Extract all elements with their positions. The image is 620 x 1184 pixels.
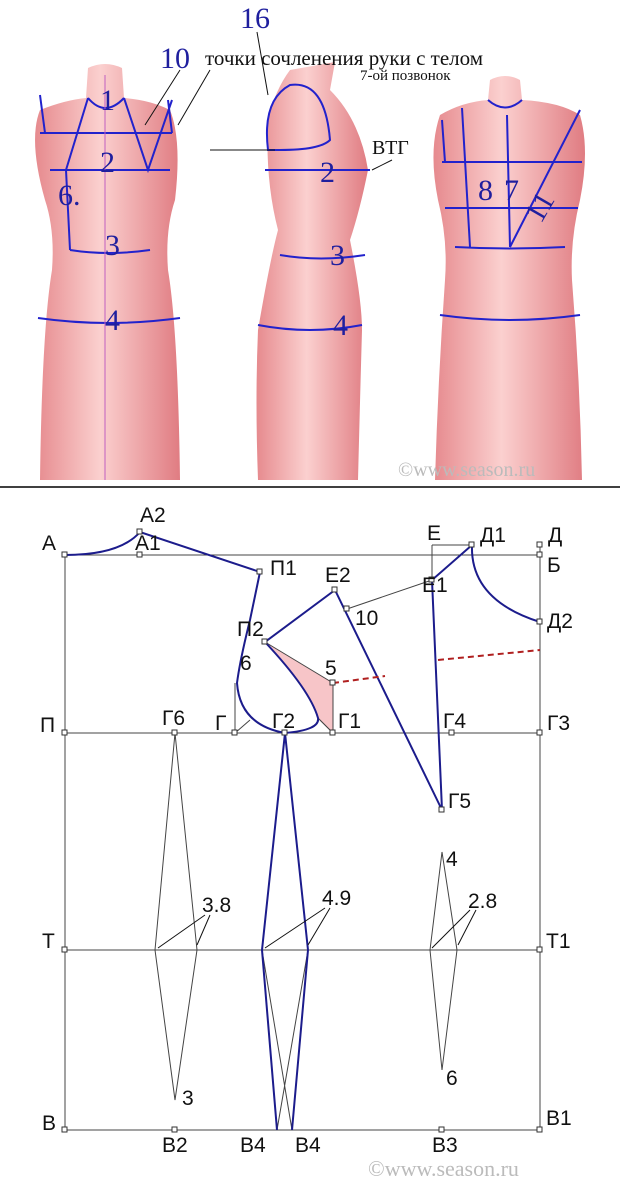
point-e2: Е2: [325, 564, 351, 587]
side-label-3: 3: [330, 239, 345, 272]
label-10: 10: [160, 42, 190, 75]
point-a: А: [42, 532, 56, 555]
label-16: 16: [240, 2, 270, 35]
point-p2: П2: [237, 618, 264, 641]
measure-4: 4: [446, 848, 458, 871]
measure-6: 6: [240, 652, 252, 675]
dashed-line: [332, 649, 541, 684]
point-v3: В3: [432, 1134, 458, 1157]
measure-5: 5: [325, 657, 337, 680]
caption: точки сочленения руки с телом: [205, 46, 483, 70]
point-g2: Г2: [272, 710, 295, 733]
point-e: Е: [427, 522, 441, 545]
point-t: Т: [42, 930, 55, 953]
back-label-8: 8: [478, 174, 493, 207]
front-label-1: 1: [100, 84, 115, 117]
side-mannequin: 16 2 3 4 ВТГ: [210, 2, 409, 480]
point-v1: В1: [546, 1107, 572, 1130]
point-p: П: [40, 714, 55, 737]
point-v4-right: В4: [295, 1134, 321, 1157]
point-b: Б: [547, 554, 561, 577]
side-label-4: 4: [333, 309, 348, 342]
point-g6: Г6: [162, 707, 185, 730]
point-t1: Т1: [546, 930, 571, 953]
measure-3: 3: [182, 1087, 194, 1110]
back-mannequin: 8 7 11 7-ой позвонок: [360, 68, 585, 480]
side-label-2: 2: [320, 156, 335, 189]
point-d: Д: [548, 524, 562, 547]
pattern-blue-lines: [64, 530, 541, 1131]
watermark-bottom: ©www.season.ru: [368, 1156, 519, 1181]
front-mannequin: 1 2 6. 3 4 10: [35, 42, 211, 480]
point-g4: Г4: [443, 710, 466, 733]
front-label-2: 2: [100, 146, 115, 179]
point-labels: А А1 А2 П1 П2 Е2 Е Е1 Д1 Д Б Д2 П Г6 Г Г…: [40, 504, 573, 1157]
back-label-7: 7: [504, 174, 519, 207]
dart-width-3: 2.8: [468, 890, 497, 913]
point-g: Г: [215, 712, 226, 735]
point-v: В: [42, 1112, 56, 1135]
point-d1: Д1: [480, 524, 506, 547]
points: [61, 528, 543, 1133]
dart-width-1: 3.8: [202, 894, 231, 917]
label-vtg: ВТГ: [372, 137, 409, 159]
front-label-4: 4: [105, 304, 120, 337]
point-v4-left: В4: [240, 1134, 266, 1157]
point-a1: А1: [135, 532, 161, 555]
measure-6b: 6: [446, 1067, 458, 1090]
point-p1: П1: [270, 557, 297, 580]
point-d2: Д2: [547, 610, 573, 633]
pattern-grid: [64, 544, 541, 1131]
point-g1: Г1: [338, 710, 361, 733]
measure-10: 10: [355, 607, 378, 630]
point-g5: Г5: [448, 790, 471, 813]
front-label-3: 3: [105, 229, 120, 262]
point-a2: А2: [140, 504, 166, 527]
front-label-6: 6.: [58, 179, 81, 212]
watermark-top: ©www.season.ru: [398, 459, 535, 481]
dart-width-2: 4.9: [322, 887, 351, 910]
point-v2: В2: [162, 1134, 188, 1157]
label-7th-vertebra: 7-ой позвонок: [360, 68, 451, 84]
point-e1: Е1: [422, 574, 448, 597]
point-g3: Г3: [547, 712, 570, 735]
